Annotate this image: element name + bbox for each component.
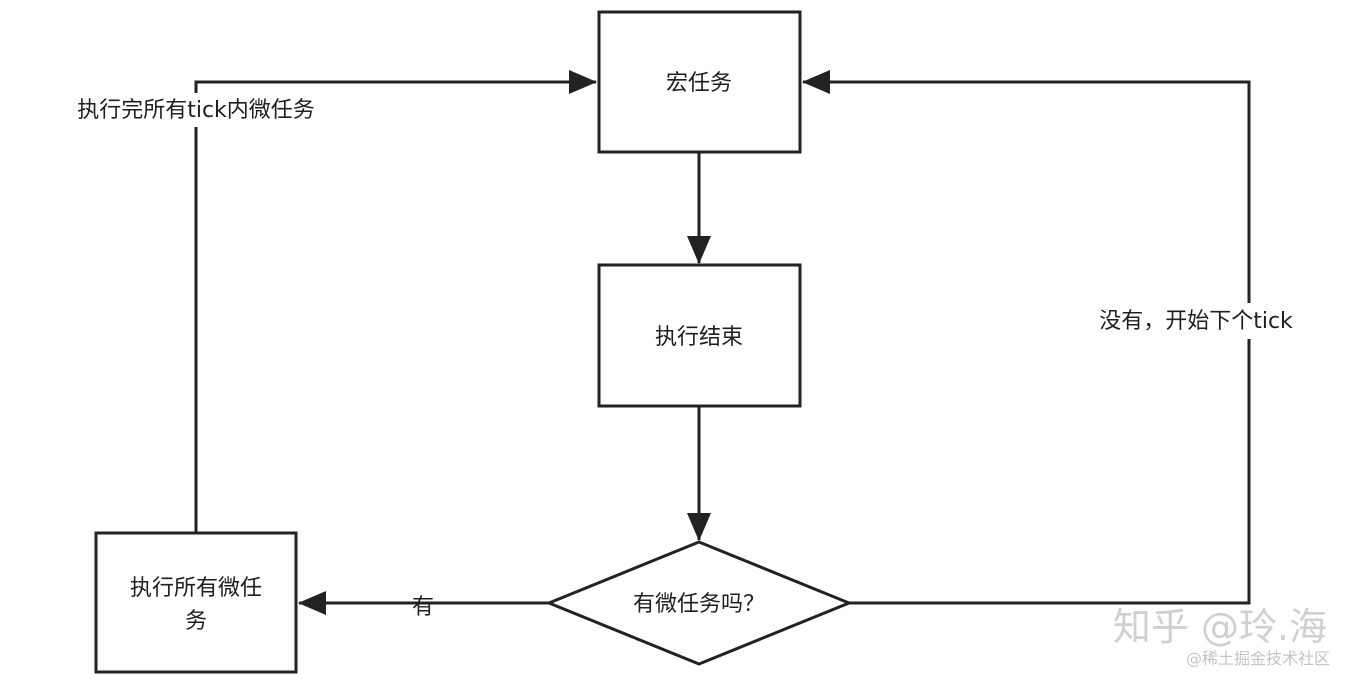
node-has-microtask-diamond <box>545 540 853 666</box>
node-execution-end: 执行结束 <box>597 263 802 408</box>
node-run-all-microtasks: 执行所有微任 务 <box>94 531 298 674</box>
node-has-microtask: 有微任务吗？ <box>545 540 853 666</box>
edge-no-label-bg <box>1080 303 1314 339</box>
edge-loop-label: 执行完所有tick内微任务 <box>77 98 315 123</box>
edge-yes-label: 有 <box>412 595 434 620</box>
node-execution-end-box <box>597 263 802 408</box>
node-macro-task-box <box>597 10 802 154</box>
edge-check-to-macro <box>802 70 1251 605</box>
edge-no-label: 没有，开始下个tick <box>1099 309 1293 334</box>
node-run-all-microtasks-box <box>94 531 298 674</box>
edge-microtasks-to-macro <box>194 70 597 533</box>
node-run-all-microtasks-label-line2: 务 <box>185 609 207 634</box>
edge-loop-label-bg <box>52 93 342 127</box>
node-macro-task-label: 宏任务 <box>666 71 732 96</box>
node-execution-end-label: 执行结束 <box>655 325 743 350</box>
node-has-microtask-label: 有微任务吗？ <box>633 592 765 617</box>
watermark-juejin: @稀土掘金技术社区 <box>1186 649 1330 668</box>
watermark-zhihu: 知乎 @玲.海 <box>1113 605 1327 649</box>
node-macro-task: 宏任务 <box>597 10 802 154</box>
node-run-all-microtasks-label-line1: 执行所有微任 <box>130 576 262 601</box>
